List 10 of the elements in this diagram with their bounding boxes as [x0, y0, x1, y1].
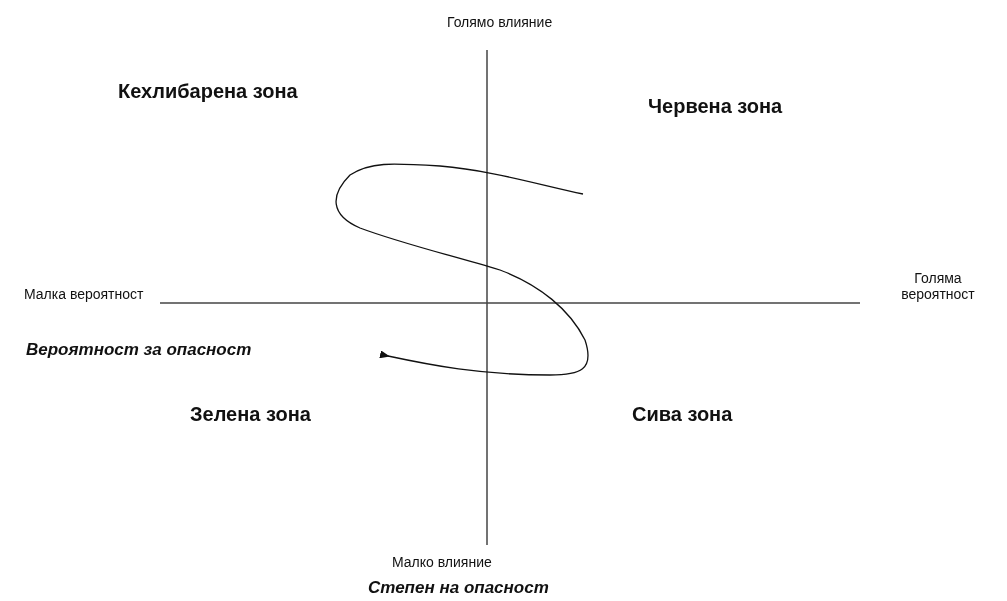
zone-label: Сива зона	[632, 403, 733, 426]
axis-label: Голямо влияние	[447, 14, 553, 31]
axis-label: Малко влияние	[392, 554, 492, 571]
zone-label: Кехлибарена зона	[118, 80, 298, 103]
axis-label: Голяма вероятност	[900, 270, 976, 303]
zone-label: Зелена зона	[190, 403, 311, 426]
axis-title: Степен на опасност	[368, 578, 549, 598]
axis-title: Вероятност за опасност	[26, 340, 252, 360]
zone-label: Червена зона	[648, 95, 783, 118]
axis-label: Малка вероятност	[24, 286, 144, 303]
